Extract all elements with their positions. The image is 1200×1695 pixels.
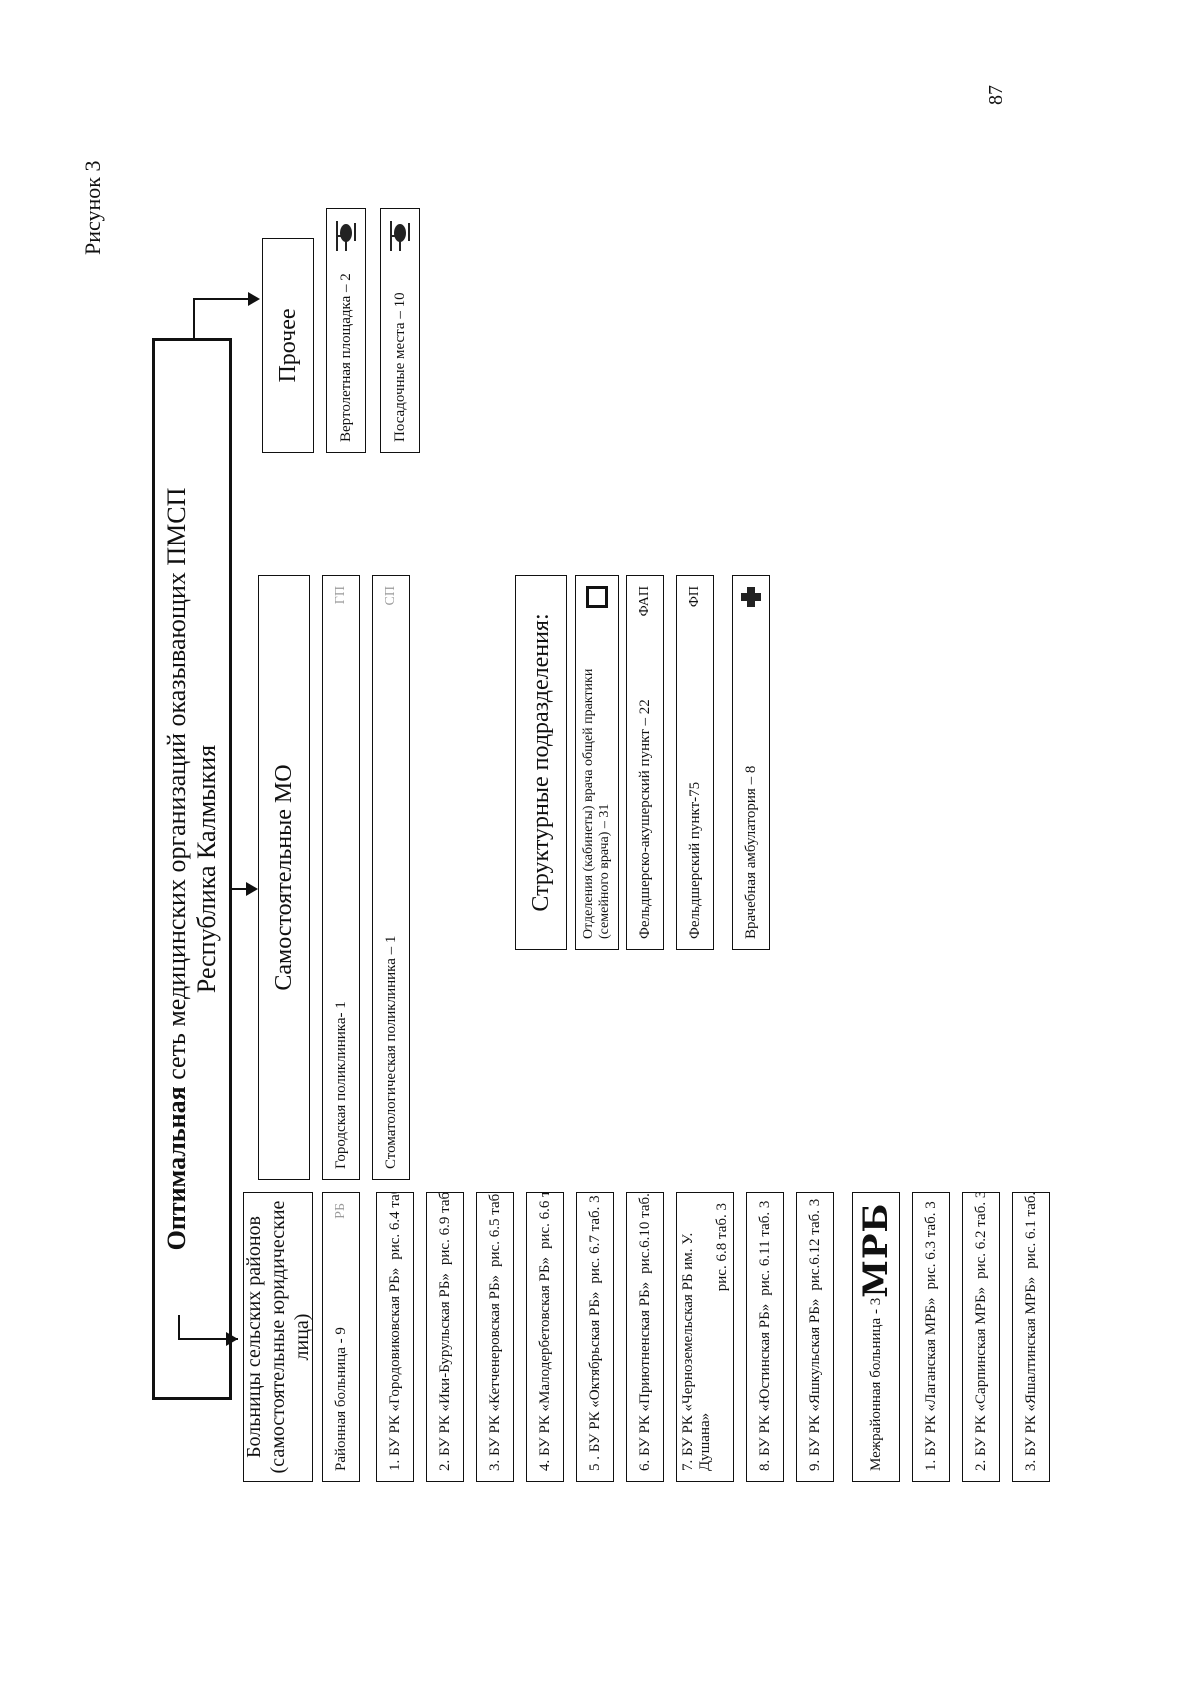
- connector-right-v: [193, 298, 253, 300]
- connector-right-h: [193, 298, 195, 338]
- helicopter-icon: [336, 221, 356, 251]
- hospital-item: 1. БУ РК «Городовиковская РБ»рис. 6.4 та…: [376, 1192, 414, 1482]
- independent-item: Стоматологическая поликлиника – 1 СП: [372, 575, 410, 1180]
- interdistrict-item: 3. БУ РК «Яшалтинская МРБ»рис. 6.1 таб. …: [1012, 1192, 1050, 1482]
- fp-tag: ФП: [687, 586, 702, 608]
- district-hospital-count: Районная больница - 9 РБ: [322, 1192, 360, 1482]
- hospital-item: 2. БУ РК «Ики-Бурульская РБ»рис. 6.9 таб…: [426, 1192, 464, 1482]
- structural-item: Врачебная амбулатория – 8: [732, 575, 770, 950]
- structural-heading-box: Структурные подразделения:: [515, 575, 567, 950]
- independent-heading: Самостоятельные МО: [270, 764, 297, 991]
- helicopter-icon: [390, 221, 410, 251]
- other-item: Посадочные места – 10: [380, 208, 420, 453]
- arrow-to-independent: [246, 882, 258, 896]
- structural-heading: Структурные подразделения:: [527, 613, 554, 912]
- interdistrict-item: 1. БУ РК «Лаганская МРБ»рис. 6.3 таб. 3: [912, 1192, 950, 1482]
- medical-cross-icon: [741, 587, 761, 607]
- dental-polyclinic-tag: СП: [383, 586, 398, 606]
- connector-left-h: [178, 1315, 180, 1340]
- hospital-item: 9. БУ РК «Яшкульская РБ»рис.6.12 таб. 3: [796, 1192, 834, 1482]
- square-outline-icon: [586, 586, 608, 608]
- arrow-to-hospitals: [226, 1332, 238, 1346]
- hospital-item: 8. БУ РК «Юстинская РБ»рис. 6.11 таб. 3: [746, 1192, 784, 1482]
- hospital-item: 4. БУ РК «Малодербетовская РБ»рис. 6.6 т…: [526, 1192, 564, 1482]
- district-hospital-tag: РБ: [333, 1203, 348, 1219]
- hospital-item: 7. БУ РК «Черноземельская РБ им. У. Душа…: [676, 1192, 734, 1482]
- independent-heading-box: Самостоятельные МО: [258, 575, 310, 1180]
- hospitals-heading-line2: (самостоятельные юридические лица): [267, 1200, 313, 1474]
- hospitals-heading-line1: Больницы сельских районов: [243, 1216, 265, 1458]
- fap-tag: ФАП: [637, 586, 652, 617]
- title-line-2: Республика Калмыкия: [192, 744, 221, 994]
- arrow-to-other: [248, 292, 260, 306]
- other-heading: Прочее: [274, 308, 301, 383]
- structural-item: Отделения (кабинеты) врача общей практик…: [575, 575, 619, 950]
- city-polyclinic-tag: ГП: [333, 586, 348, 605]
- hospital-item: 3. БУ РК «Кетченеровская РБ»рис. 6.5 таб…: [476, 1192, 514, 1482]
- hospitals-heading-box: Больницы сельских районов (самостоятельн…: [243, 1192, 313, 1482]
- page-number: 87: [985, 85, 1007, 105]
- figure-label: Рисунок 3: [80, 160, 105, 255]
- title-line-1: Оптимальная сеть медицинских организаций…: [162, 487, 191, 1251]
- interdistrict-item: 2. БУ РК «Сарпинская МРБ»рис. 6.2 таб. 3: [962, 1192, 1000, 1482]
- independent-item: Городская поликлиника- 1 ГП: [322, 575, 360, 1180]
- interdistrict-tag: МРБ: [856, 1202, 896, 1298]
- hospital-item: 6. БУ РК «Приютненская РБ»рис.6.10 таб. …: [626, 1192, 664, 1482]
- other-item: Вертолетная площадка – 2: [326, 208, 366, 453]
- structural-item: Фельдшерско-акушерский пункт – 22 ФАП: [626, 575, 664, 950]
- structural-item: Фельдшерский пункт-75 ФП: [676, 575, 714, 950]
- other-heading-box: Прочее: [262, 238, 314, 453]
- title-box: Оптимальная сеть медицинских организаций…: [152, 338, 232, 1400]
- interdistrict-hospital-count: Межрайонная больница - 3 МРБ: [852, 1192, 900, 1482]
- hospital-item: 5 . БУ РК «Октябрьская РБ»рис. 6.7 таб. …: [576, 1192, 614, 1482]
